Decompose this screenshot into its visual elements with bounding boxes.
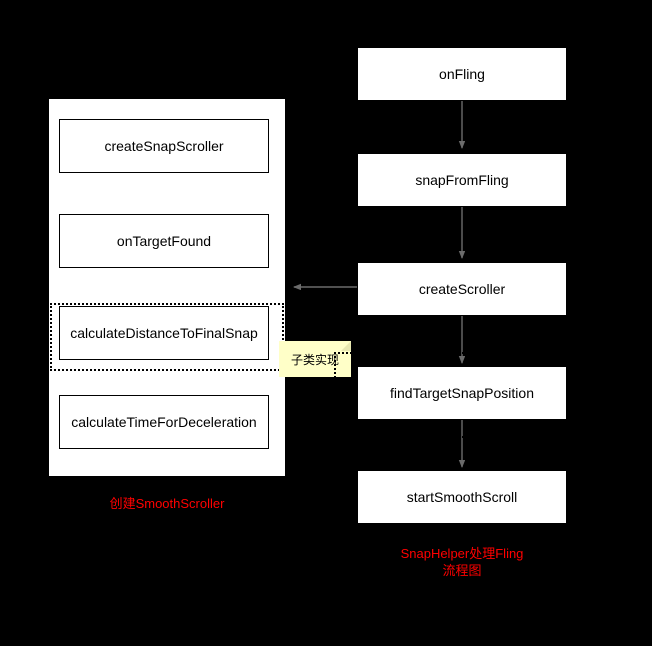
- node-calculatedistancetofinalsnap[interactable]: calculateDistanceToFinalSnap: [59, 306, 269, 360]
- subclass-dotted-region-left: [50, 303, 284, 371]
- subclass-dotted-region-right: [334, 352, 592, 438]
- node-snapfromfling[interactable]: snapFromFling: [357, 153, 567, 207]
- node-onfling[interactable]: onFling: [357, 47, 567, 101]
- right-group-caption: SnapHelper处理Fling 流程图: [343, 545, 581, 579]
- note-label: 子类实现: [290, 352, 339, 367]
- note-subclass-implementation: 子类实现: [279, 341, 351, 377]
- left-group-caption: 创建SmoothScroller: [109, 496, 225, 511]
- node-createsnapscroller[interactable]: createSnapScroller: [59, 119, 269, 173]
- node-startsmoothscroll[interactable]: startSmoothScroll: [357, 470, 567, 524]
- right-group-caption-line1: SnapHelper处理Fling: [400, 546, 524, 561]
- node-calculatetimefordeceleration[interactable]: calculateTimeForDeceleration: [59, 395, 269, 449]
- node-ontargetfound[interactable]: onTargetFound: [59, 214, 269, 268]
- node-findtargetsnapposition[interactable]: findTargetSnapPosition: [357, 366, 567, 420]
- right-group-caption-line2: 流程图: [442, 563, 482, 578]
- node-createscroller[interactable]: createScroller: [357, 262, 567, 316]
- note-fold-icon: [341, 341, 351, 351]
